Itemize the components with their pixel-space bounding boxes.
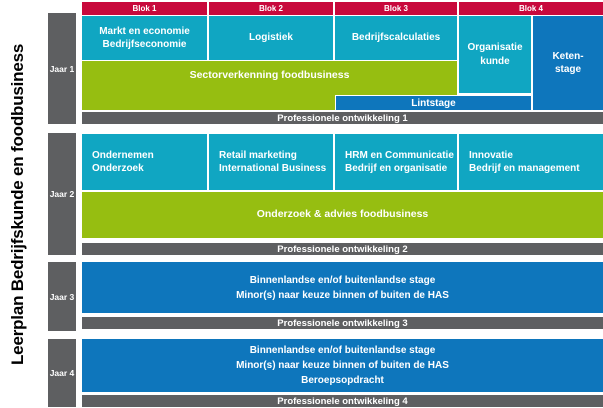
course-line: Innovatie [469,149,513,161]
course-line: stage [554,64,582,75]
course-line: Binnenlandse en/of buitenlandse stage [249,345,436,356]
course-line: Lintstage [411,97,456,109]
box-ketenstage: Keten- stage [533,16,603,110]
course-line: Bedrijfscalculaties [351,32,441,44]
course-line: Bedrijfseconomie [102,39,187,50]
prof-label: Professionele ontwikkeling 1 [277,112,408,124]
course-line: International Business [219,163,327,174]
diagram-vertical-title: Leerplan Bedrijfskunde en foodbusiness [8,43,27,365]
course-line: Sectorverkenning foodbusiness [189,69,350,81]
prof-label: Professionele ontwikkeling 4 [277,395,408,407]
prof-ontwikkeling-1-bar: Professionele ontwikkeling 1 [82,112,603,124]
year-bar-jaar-2: Jaar 2 [48,133,76,255]
year-bar-jaar-4: Jaar 4 [48,339,76,407]
blok-3-header: Blok 3 [335,2,457,15]
course-line: Minor(s) naar keuze binnen of buiten de … [236,289,449,301]
blok-4-header: Blok 4 [459,2,603,15]
course-line: Bedrijf en management [469,163,580,174]
box-logistiek: Logistiek [209,16,333,60]
box-onderzoek-advies: Onderzoek & advies foodbusiness [82,192,603,238]
blok-1-header: Blok 1 [82,2,207,15]
box-organisatiekunde: Organisatie kunde [459,16,531,93]
year-bar-jaar-3: Jaar 3 [48,262,76,331]
year-bar-jaar-1: Jaar 1 [48,13,76,124]
course-line: Organisatie [467,42,523,53]
box-ondernemen-onderzoek: Ondernemen Onderzoek [82,134,207,190]
prof-label: Professionele ontwikkeling 2 [277,243,408,255]
course-line: Binnenlandse en/of buitenlandse stage [249,274,436,286]
blok-2-header: Blok 2 [209,2,333,15]
box-lintstage: Lintstage [335,95,531,110]
prof-ontwikkeling-4-bar: Professionele ontwikkeling 4 [82,395,603,407]
prof-ontwikkeling-3-bar: Professionele ontwikkeling 3 [82,317,603,329]
box-stage-minor-jaar-3: Binnenlandse en/of buitenlandse stage Mi… [82,262,603,313]
course-line: Bedrijf en organisatie [345,163,448,174]
box-hrm-communicatie: HRM en Communicatie Bedrijf en organisat… [335,134,457,190]
box-stage-minor-jaar-4: Binnenlandse en/of buitenlandse stage Mi… [82,339,603,392]
course-line: Minor(s) naar keuze binnen of buiten de … [236,360,449,371]
course-line: Keten- [552,50,584,62]
box-innovatie-management: Innovatie Bedrijf en management [459,134,603,190]
box-markt-en-economie: Markt en economie Bedrijfseconomie [82,16,207,60]
course-line: kunde [480,55,510,67]
box-retail-international: Retail marketing International Business [209,134,333,190]
prof-label: Professionele ontwikkeling 3 [277,317,408,329]
course-line: Markt en economie [99,25,190,37]
course-line: HRM en Communicatie [345,149,454,161]
course-line: Onderzoek [92,163,144,174]
box-sectorverkenning: Sectorverkenning foodbusiness [82,61,457,110]
course-line: Logistiek [249,32,293,44]
box-bedrijfscalculaties: Bedrijfscalculaties [335,16,457,60]
course-line: Retail marketing [219,149,297,161]
course-line: Onderzoek & advies foodbusiness [256,208,429,221]
course-line: Beroepsopdracht [301,375,384,386]
course-line: Ondernemen [92,149,154,161]
prof-ontwikkeling-2-bar: Professionele ontwikkeling 2 [82,243,603,255]
